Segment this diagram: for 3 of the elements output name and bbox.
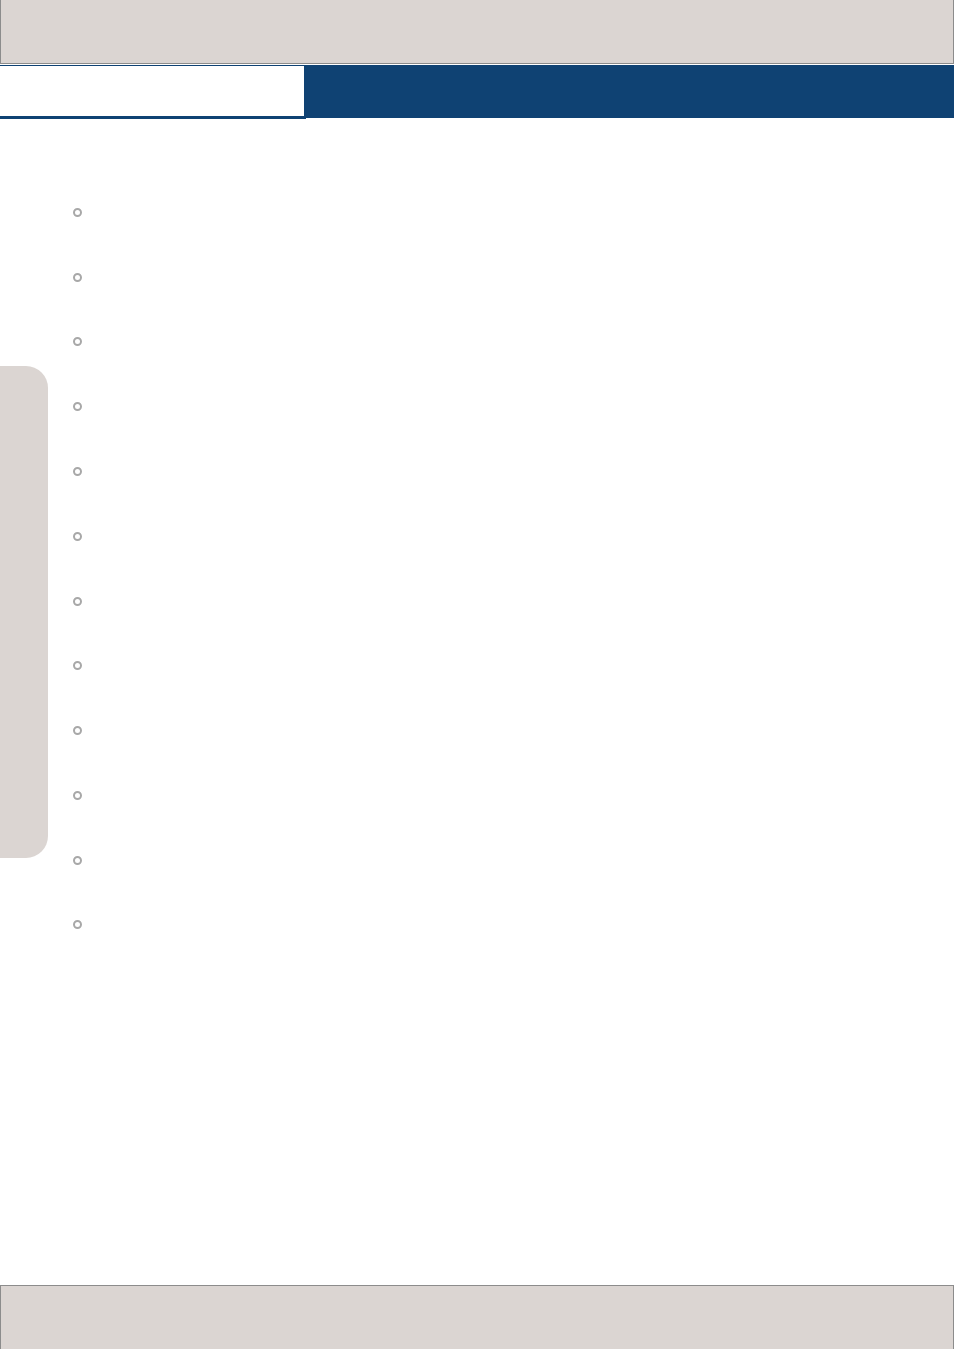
side-tab [0, 366, 48, 858]
title-bar [306, 65, 954, 118]
title-tab [0, 65, 306, 119]
